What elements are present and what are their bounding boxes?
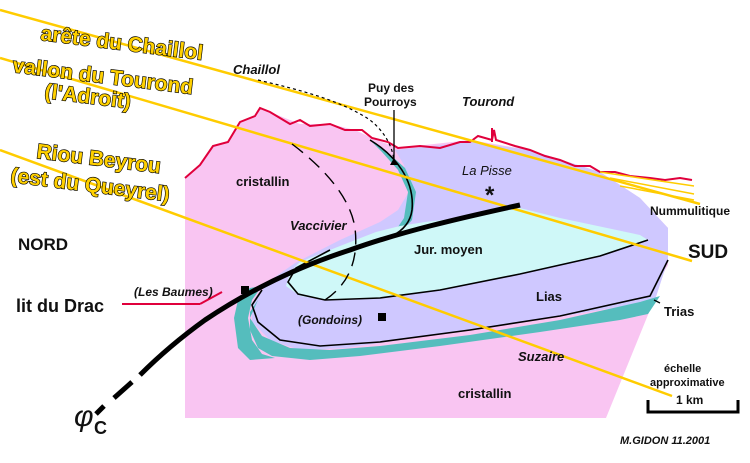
contact-line-upper <box>369 139 414 237</box>
label-suzaire: Suzaire <box>518 349 564 364</box>
label-cristallin-top: cristallin <box>236 174 290 189</box>
label-puy-2: Pourroys <box>364 95 417 109</box>
label-sud: SUD <box>688 242 728 263</box>
label-lias: Lias <box>536 289 562 304</box>
jur-moyen-unit <box>286 208 648 300</box>
label-cristallin-bottom: cristallin <box>458 386 512 401</box>
label-nord: NORD <box>18 235 68 254</box>
scale-bar-label: 1 km <box>676 393 703 407</box>
topo-guide-3 <box>619 185 695 201</box>
chaillol-dashed-trace <box>257 79 395 161</box>
label-chaillol: Chaillol <box>233 62 280 77</box>
author-credit: M.GIDON 11.2001 <box>620 435 710 447</box>
scale-text-2: approximative <box>650 377 725 389</box>
vaccivier-dashed-trace <box>291 143 357 301</box>
topo-guide-1 <box>599 171 695 187</box>
gondoins-marker <box>378 313 386 321</box>
profile-line-vallon <box>0 56 693 263</box>
pourroys-marker <box>390 158 398 165</box>
label-trias: Trias <box>664 304 694 319</box>
profile-line-riou <box>0 148 673 398</box>
contact-line-lias-base <box>251 259 669 347</box>
profile-line-arete <box>0 8 701 206</box>
contact-line-jur <box>287 239 649 301</box>
label-les-baumes: (Les Baumes) <box>134 285 213 299</box>
label-gondoins: (Gondoins) <box>298 313 362 327</box>
les-baumes-marker <box>241 286 249 294</box>
thrust-fault-dash-1 <box>112 380 134 400</box>
trias-band <box>250 296 660 360</box>
label-jur-moyen: Jur. moyen <box>414 242 483 257</box>
label-puy-1: Puy des <box>368 81 414 95</box>
label-phi-subscript: C <box>94 418 107 438</box>
trias-pointer <box>653 299 661 304</box>
trias-band-left <box>234 286 275 360</box>
scale-text-1: échelle <box>664 363 701 375</box>
label-phi: φ <box>74 400 94 433</box>
label-asterisk: * <box>485 182 495 209</box>
thrust-fault-line <box>138 202 521 377</box>
label-tourond: Tourond <box>462 94 515 109</box>
title-arete: arête du Chaillol <box>39 22 204 65</box>
label-lit-du-drac: lit du Drac <box>16 296 104 316</box>
drac-pointer-2 <box>199 291 223 305</box>
label-la-pisse: La Pisse <box>462 163 512 178</box>
topographic-profile <box>184 106 693 182</box>
label-nummulitique: Nummulitique <box>650 204 730 218</box>
label-vaccivier: Vaccivier <box>290 218 348 233</box>
scale-bar <box>646 400 740 414</box>
topo-guide-2 <box>609 177 695 195</box>
thrust-fault-dash-2 <box>94 404 106 416</box>
